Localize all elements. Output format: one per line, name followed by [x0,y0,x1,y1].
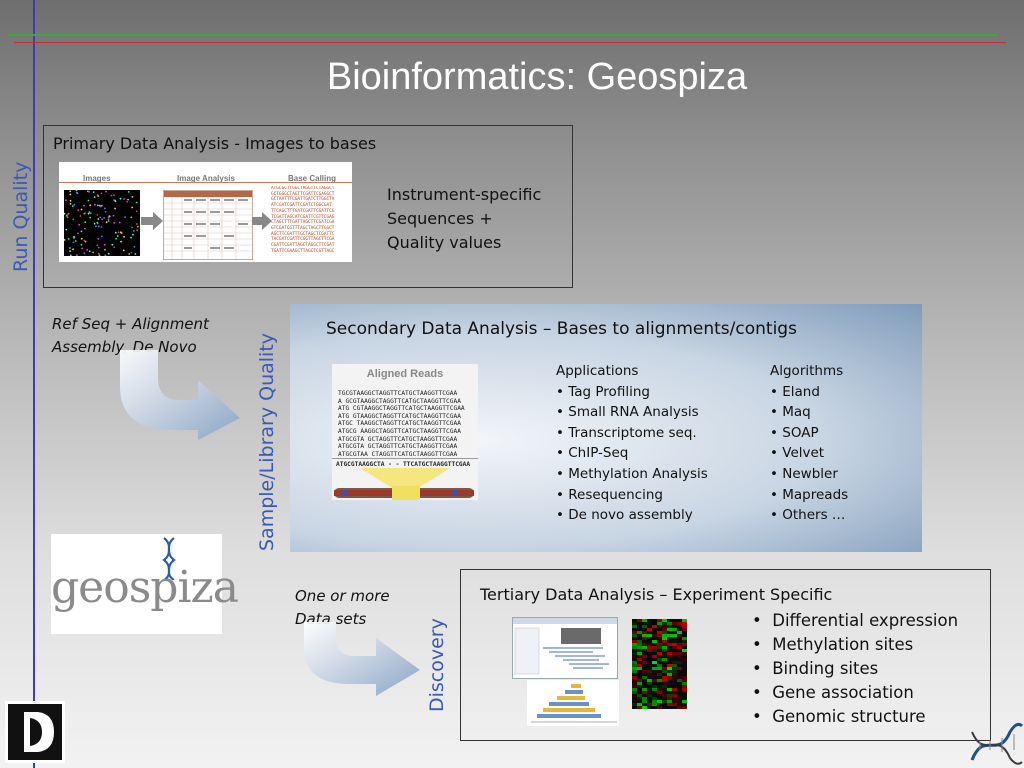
geospiza-logo-text: geospiza [51,562,239,613]
primary-analysis-box [43,125,573,288]
tertiary-item: • Methylation sites [752,633,958,657]
tertiary-item-label: Genomic structure [772,707,926,726]
algorithm-item: • Velvet [770,445,825,462]
aligned-read: ATG CGTAAGGCTAGGTTCATGCTAAGGTTCGAA [338,405,465,413]
bullet-icon: • [752,659,773,678]
bullet-icon: • [752,683,773,702]
tertiary-item-label: Gene association [772,683,914,702]
aligned-read: ATGCGTAA CTAGGTTCATGCTAAGGTTCGAA [338,450,458,458]
corner-brand-logo [5,701,65,763]
tertiary-item: • Binding sites [752,657,958,681]
aligned-read: ATGCGTA GCTAGGTTCATGCTAAGGTTCGAA [338,435,458,443]
aligned-read: ATGCGTA GCTAGGTTCATGCTAAGGTTCGAA [338,443,458,451]
pipeline-label-image-analysis: Image Analysis [177,174,235,183]
tertiary-item: • Gene association [752,681,958,705]
ref-seq-note-line: Ref Seq + Alignment [52,315,209,333]
fluorescent-dots-image [63,189,139,257]
application-item: • De novo assembly [556,507,693,524]
top-green-rule [8,34,998,36]
ref-seq-note: Ref Seq + Alignment Assembly, De Novo [52,313,209,359]
genome-browser-thumbnail [512,617,618,679]
aligned-reads-title: Aligned Reads [366,368,444,380]
genome-browser-graphic [513,618,617,675]
tertiary-heading: Tertiary Data Analysis – Experiment Spec… [480,585,833,604]
primary-output-line: Instrument-specific [387,185,542,204]
pathway-chart-thumbnail [527,680,619,726]
algorithm-item: • Others … [770,507,846,524]
bullet-icon: • [752,635,773,654]
tertiary-item: • Differential expression [752,609,958,633]
applications-list: Applications • Tag Profiling • Small RNA… [556,361,708,526]
algorithms-list: Algorithms • Eland • Maq • SOAP • Velvet… [770,361,848,526]
application-item: • Resequencing [556,486,663,503]
algorithm-item: • Eland [770,383,820,400]
algorithms-header: Algorithms [770,363,844,379]
dna-helix-icon [162,537,176,580]
tertiary-item-label: Differential expression [772,611,959,630]
primary-heading: Primary Data Analysis - Images to bases [53,134,377,153]
algorithm-item: • Mapreads [770,486,849,503]
sequencer-image-thumbnail [63,189,140,257]
base-calling-sequences-thumbnail: ATGCGCTTGGCTAGGTTCTAGGCT GCTGGGCTAGTTCGA… [271,186,350,258]
tertiary-item-label: Methylation sites [772,635,914,654]
applications-header: Applications [556,363,639,379]
bullet-icon: • [752,611,773,630]
sample-library-quality-label: Sample/Library Quality [256,332,278,551]
aligned-read: A GCGTAAGGCTAGGTTCATGCTAAGGTTCGAA [338,397,461,405]
dna-corner-icon [970,722,1024,765]
aligned-read: ATG GTAAGGCTAGGTTCATGCTAAGGTTCGAA [338,412,461,420]
tertiary-analysis-box [460,569,991,741]
pipeline-label-base-calling: Base Calling [288,174,337,183]
aligned-reads-figure: Aligned Reads TGCGTAAGGCTAGGTTCATGCTAAGG… [332,364,478,500]
primary-output-line: Quality values [387,233,502,252]
primary-output-line: Sequences + [387,209,493,228]
algorithm-item: • Maq [770,404,811,421]
tertiary-item: • Genomic structure [752,705,958,729]
tertiary-item-label: Binding sites [772,659,879,678]
pipeline-label-images: Images [83,174,111,183]
arrow-right-icon [141,212,163,230]
ref-seq-note-line: Assembly, De Novo [52,338,197,356]
curved-arrow-icon [120,350,240,440]
discovery-label: Discovery [426,618,448,712]
bullet-icon: • [752,707,773,726]
algorithm-item: • SOAP [770,424,819,441]
stacked-bars-graphic [531,684,617,723]
aligned-read: ATGCG AAGGCTAGGTTCATGCTAAGGTTCGAA [338,427,461,435]
primary-pipeline-figure: Images Image Analysis Base Calling [59,162,352,262]
curved-arrow-icon [304,622,420,696]
consensus-rule [332,458,478,459]
run-quality-label: Run Quality [10,161,32,272]
slide-title: Bioinformatics: Geospiza [326,56,748,98]
application-item: • Methylation Analysis [556,465,708,482]
aligned-read: TGCGTAAGGCTAGGTTCATGCTAAGGTTCGAA [338,390,458,397]
vertical-guide-line [33,0,35,768]
arrow-right-icon [252,212,272,230]
top-red-rule [14,42,1006,43]
tertiary-results-list: • Differential expression • Methylation … [752,609,958,729]
application-item: • ChIP-Seq [556,445,629,462]
data-sets-note-line: One or more [295,587,390,605]
image-analysis-table-thumbnail [163,190,253,260]
data-grid-graphic [164,191,252,259]
aligned-read: ATGC TAAGGCTAGGTTCATGCTAAGGTTCGAA [338,420,461,428]
aligned-reads-list: TGCGTAAGGCTAGGTTCATGCTAAGGTTCGAA A GCGTA… [338,390,465,458]
application-item: • Tag Profiling [556,383,650,400]
primary-output-description: Instrument-specific Sequences + Quality … [387,183,541,255]
expression-heatmap-thumbnail [632,618,688,710]
geospiza-logo: geospiza [51,534,239,634]
chromosome-mapping-graphic [334,468,474,500]
consensus-sequence: ATGCGTAAGGCTA - - TTCATGCTAAGGTTCGAA [336,461,471,468]
pipeline-header-rule [59,182,352,183]
application-item: • Small RNA Analysis [556,404,699,421]
profile-silhouette-icon [24,712,54,752]
application-item: • Transcriptome seq. [556,424,697,441]
algorithm-item: • Newbler [770,465,838,482]
secondary-heading: Secondary Data Analysis – Bases to align… [326,319,797,339]
heatmap-graphic [632,619,687,709]
